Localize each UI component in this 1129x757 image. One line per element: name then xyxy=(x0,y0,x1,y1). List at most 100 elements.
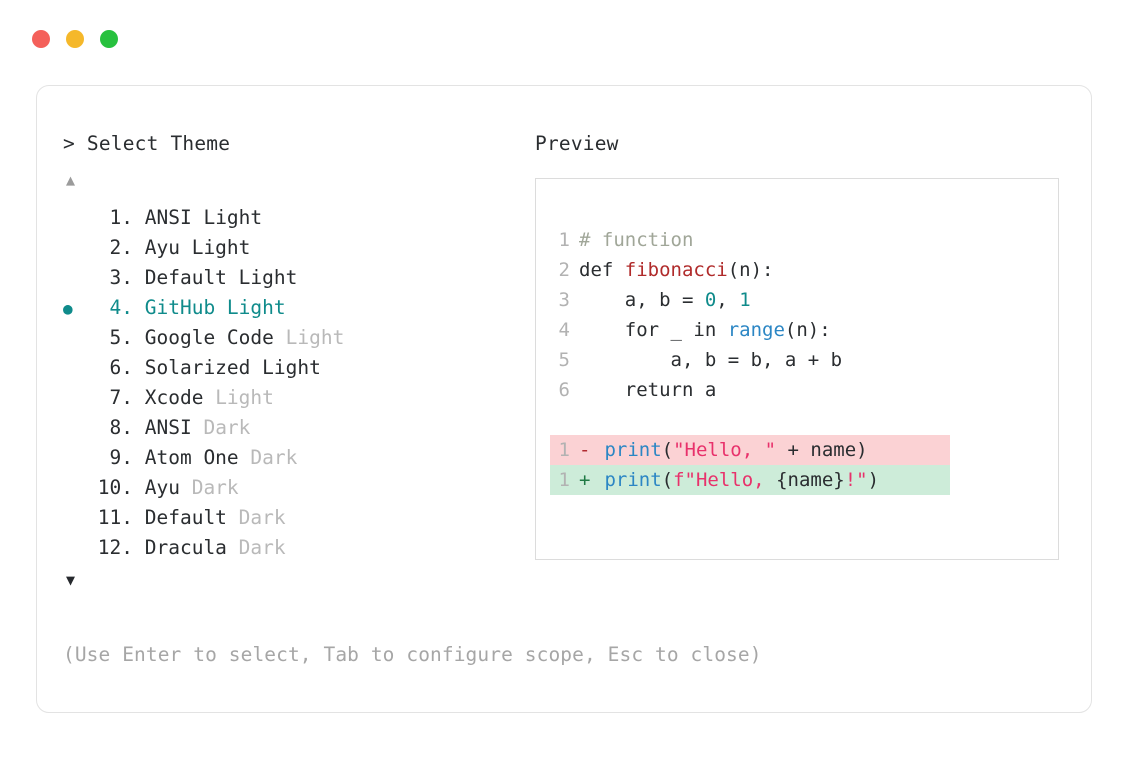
theme-item-index: 10. xyxy=(97,475,133,499)
diff-gap xyxy=(593,465,604,495)
scroll-up-icon[interactable]: ▲ xyxy=(66,170,76,189)
theme-item-name: ANSI xyxy=(133,205,204,229)
theme-item-variant: Light xyxy=(262,355,321,379)
code-token: fibonacci xyxy=(624,258,728,281)
theme-item-name: Google Code xyxy=(133,325,286,349)
code-token: print xyxy=(604,438,662,461)
theme-list-item[interactable]: 11. Default Dark xyxy=(63,503,533,533)
theme-item-name: Dracula xyxy=(133,535,239,559)
code-line: 2 def fibonacci(n): xyxy=(550,255,1058,285)
theme-item-index: 2. xyxy=(109,235,133,259)
theme-item-variant: Dark xyxy=(238,505,286,529)
theme-item-index: 11. xyxy=(97,505,133,529)
line-number: 5 xyxy=(558,348,570,371)
theme-item-index: 5. xyxy=(109,325,133,349)
minimize-window-button[interactable] xyxy=(66,30,84,48)
window-traffic-lights xyxy=(32,30,118,48)
theme-item-name: Xcode xyxy=(133,385,216,409)
theme-item-index: 6. xyxy=(109,355,133,379)
theme-item-name: Ayu xyxy=(133,475,192,499)
code-token: for _ in xyxy=(579,318,728,341)
line-number: 1 xyxy=(558,228,570,251)
line-number: 3 xyxy=(558,288,570,311)
theme-item-variant: Light xyxy=(215,385,274,409)
theme-item-index: 9. xyxy=(109,445,133,469)
theme-item-name: Atom One xyxy=(133,445,251,469)
theme-list-item[interactable]: 7. Xcode Light xyxy=(63,383,533,413)
preview-box: 1 # function 2 def fibonacci(n): 3 a, b = 0,… xyxy=(535,177,1059,560)
code-token: # function xyxy=(579,228,694,251)
code-token: ( xyxy=(661,468,674,491)
code-token: !" xyxy=(844,468,868,491)
line-number: 1 xyxy=(558,468,570,491)
code-line: 6 return a xyxy=(550,375,1058,405)
code-token: 1 xyxy=(739,288,751,311)
theme-item-variant: Dark xyxy=(203,415,251,439)
select-theme-heading: > Select Theme xyxy=(63,132,231,155)
code-token: , xyxy=(716,288,740,311)
theme-list-item[interactable]: 2. Ayu Light xyxy=(63,233,533,263)
close-window-button[interactable] xyxy=(32,30,50,48)
code-line: 4 for _ in range(n): xyxy=(550,315,1058,345)
theme-list-item[interactable]: 1. ANSI Light xyxy=(63,203,533,233)
code-line-text: for _ in range(n): xyxy=(579,315,831,345)
theme-list-item[interactable]: 12. Dracula Dark xyxy=(63,533,533,563)
theme-item-name: GitHub xyxy=(133,295,227,319)
theme-list-item[interactable]: ● 4. GitHub Light xyxy=(63,293,533,323)
code-token: a, b = xyxy=(579,288,705,311)
theme-list-item[interactable]: 5. Google Code Light xyxy=(63,323,533,353)
code-line-text: a, b = 0, 1 xyxy=(579,285,751,315)
theme-item-variant: Light xyxy=(203,205,263,229)
theme-item-index: 3. xyxy=(109,265,133,289)
theme-item-name: Default xyxy=(133,265,239,289)
maximize-window-button[interactable] xyxy=(100,30,118,48)
code-line-text: # function xyxy=(579,225,693,255)
code-token: return a xyxy=(579,378,717,401)
theme-list-item[interactable]: 8. ANSI Dark xyxy=(63,413,533,443)
theme-item-variant: Light xyxy=(285,325,345,349)
theme-list-item[interactable]: 6. Solarized Light xyxy=(63,353,533,383)
theme-item-variant: Light xyxy=(238,265,298,289)
keyboard-hint: (Use Enter to select, Tab to configure s… xyxy=(63,643,762,666)
code-token: (n): xyxy=(727,258,774,281)
theme-item-variant: Dark xyxy=(250,445,298,469)
code-line-text: def fibonacci(n): xyxy=(579,255,773,285)
theme-list-item[interactable]: 9. Atom One Dark xyxy=(63,443,533,473)
theme-item-index: 8. xyxy=(109,415,133,439)
theme-item-name: ANSI xyxy=(133,415,204,439)
code-token: "Hello, " xyxy=(673,438,777,461)
line-number: 4 xyxy=(558,318,570,341)
line-number: 2 xyxy=(558,258,570,281)
theme-item-variant: Dark xyxy=(238,535,286,559)
code-spacer xyxy=(550,405,1058,435)
theme-list-item[interactable]: 10. Ayu Dark xyxy=(63,473,533,503)
theme-item-variant: Dark xyxy=(191,475,239,499)
code-token: range xyxy=(727,318,785,341)
theme-item-index: 4. xyxy=(109,295,133,319)
selected-bullet-icon: ● xyxy=(63,298,73,318)
theme-item-name: Solarized xyxy=(133,355,263,379)
code-token: + name) xyxy=(776,438,868,461)
code-token: 0 xyxy=(704,288,717,311)
code-token: f"Hello, xyxy=(673,468,777,491)
line-number: 6 xyxy=(558,378,570,401)
theme-item-name: Default xyxy=(133,505,239,529)
code-token: def xyxy=(579,258,625,281)
diff-plus-marker: + xyxy=(579,468,591,491)
diff-added-line: 1+ print(f"Hello, {name}!") xyxy=(550,464,950,495)
theme-list-item[interactable]: 3. Default Light xyxy=(63,263,533,293)
code-token: ( xyxy=(661,438,674,461)
line-number: 1 xyxy=(558,438,570,461)
theme-item-name: Ayu xyxy=(133,235,192,259)
code-token: a, b = b, a + b xyxy=(579,348,843,371)
theme-item-variant: Light xyxy=(226,295,286,319)
theme-item-index: 7. xyxy=(109,385,133,409)
code-line-text: a, b = b, a + b xyxy=(579,345,843,375)
scroll-down-icon[interactable]: ▼ xyxy=(66,570,76,589)
code-line: 5 a, b = b, a + b xyxy=(550,345,1058,375)
code-token: ) xyxy=(867,468,880,491)
